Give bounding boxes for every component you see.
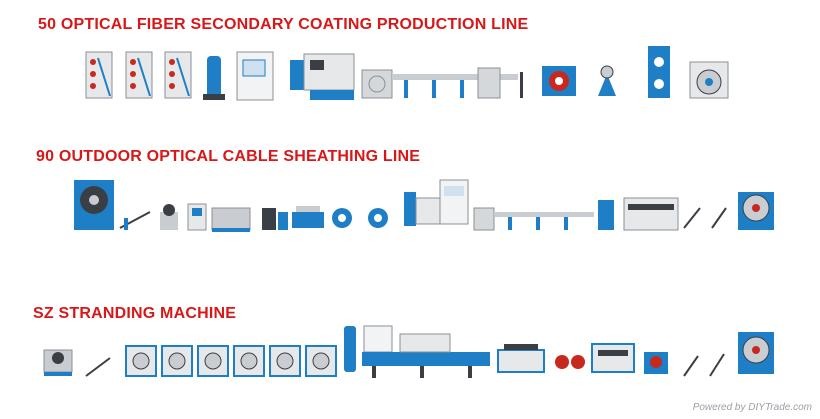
capstan <box>520 66 576 98</box>
caterpillar <box>591 343 635 373</box>
take-up-tower <box>648 46 670 98</box>
caterpillar <box>598 197 679 231</box>
take-up-reel <box>738 192 774 230</box>
tension-unit <box>203 56 225 100</box>
cooling-trough <box>473 207 594 231</box>
sz-stranding-head <box>362 325 490 378</box>
guide-roller <box>683 353 725 377</box>
payoff-rack <box>164 51 192 99</box>
sheathing-line-illustration <box>74 179 774 232</box>
stranding-payoff-2 <box>161 345 193 377</box>
extruder <box>290 53 355 100</box>
stranding-payoff-5 <box>269 345 301 377</box>
control-panel <box>187 203 207 231</box>
payoff-stand <box>74 180 114 230</box>
stranding-payoff-1 <box>125 345 157 377</box>
dancer-unit <box>598 65 616 96</box>
take-up-reel <box>738 332 774 374</box>
meter-counter <box>644 352 668 374</box>
payoff-unit <box>43 349 73 376</box>
section-title-stranding-machine: SZ STRANDING MACHINE <box>33 305 237 322</box>
taping-unit <box>211 207 251 232</box>
take-up-reel <box>689 61 729 99</box>
guide-roller <box>119 211 151 230</box>
guide-roller <box>85 357 111 377</box>
section-title-sheathing-line: 90 OUTDOOR OPTICAL CABLE SHEATHING LINE <box>36 148 421 165</box>
stranding-payoff-3 <box>197 345 229 377</box>
sheathing-extruder <box>404 179 469 226</box>
guide-roller <box>683 207 727 229</box>
control-cabinet <box>236 51 274 101</box>
stranding-payoff-4 <box>233 345 265 377</box>
capstan-wheels <box>555 355 585 369</box>
payoff-unit <box>160 204 178 230</box>
section-title-coating-line: 50 OPTICAL FIBER SECONDARY COATING PRODU… <box>38 16 529 33</box>
stranding-payoff-6 <box>305 345 337 377</box>
preheater <box>262 208 288 230</box>
payoff-rack <box>125 51 153 99</box>
stranding-line-illustration <box>43 325 774 378</box>
filling-unit <box>292 206 324 228</box>
binder-unit <box>497 344 545 373</box>
steel-tape-payoff <box>332 208 388 228</box>
cooling-trough <box>361 67 518 99</box>
payoff-rack <box>85 51 113 99</box>
coating-line-illustration <box>85 46 729 101</box>
tension-unit <box>344 326 356 372</box>
watermark: Powered by DIYTrade.com <box>692 402 812 413</box>
